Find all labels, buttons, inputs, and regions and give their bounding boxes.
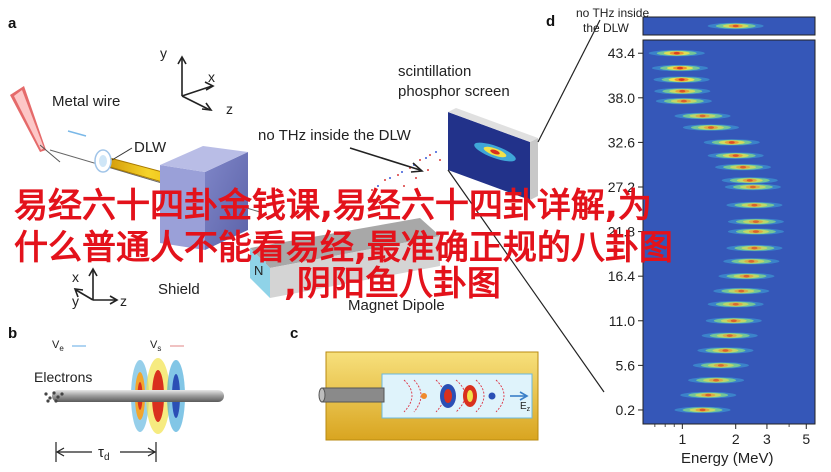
heatmap-band-3-core-4 (679, 89, 686, 93)
heatmap-band-21-core-4 (726, 334, 733, 337)
inset-heatmap (642, 16, 816, 36)
connector-top (537, 19, 601, 143)
no-thz-arrow (349, 147, 421, 171)
magnet-n-label: N (254, 263, 263, 278)
y-tick-label: 5.6 (616, 357, 636, 373)
x-ticks: 1 2 3 5 (654, 424, 810, 447)
overlay-line-2: 什么普通人不能看易经,最准确正规的八卦图 (14, 228, 673, 268)
metal-wire-laser (10, 86, 61, 163)
heatmap-band-15-core-4 (751, 246, 758, 250)
heatmap-band-1-core-4 (676, 66, 683, 70)
axis-x-label-bottom: x (72, 269, 79, 285)
heatmap-band-25-core-4 (705, 393, 712, 397)
vs-label: Vs (150, 339, 161, 353)
y-ticks: 43.4 38.0 32.6 27.2 21.8 16.4 11.0 5.6 0.2 (608, 45, 643, 418)
beam-particles-blue (377, 151, 437, 187)
heatmap-band-17-core-4 (743, 274, 750, 278)
electrons-label: Electrons (34, 369, 92, 385)
heatmap-band-18-core-4 (738, 289, 745, 293)
heatmap-band-12-core-4 (751, 203, 758, 207)
phosphor-screen-label: phosphor screen (398, 83, 510, 100)
axis-z-label-bottom: z (120, 293, 127, 309)
panel-label-d: d (546, 13, 555, 30)
heatmap-band-22-core-4 (722, 349, 729, 352)
y-tick-label: 11.0 (609, 313, 635, 329)
phosphor-screen (448, 108, 538, 200)
heatmap-band-8-core-4 (732, 154, 739, 157)
overlay-line-3: ,阴阳鱼八卦图 (284, 264, 501, 304)
beam-particles (371, 154, 441, 201)
x-axis-label: Energy (MeV) (681, 450, 774, 467)
x-tick-label: 5 (802, 431, 810, 447)
heatmap-band-20-core-4 (730, 319, 737, 323)
heatmap-band-26-core-4 (699, 408, 706, 412)
heatmap-band-14-core-4 (752, 230, 759, 233)
heatmap-band-7-core-4 (728, 141, 735, 144)
scintillation-label: scintillation (398, 63, 471, 80)
heatmap-band-6-core-4 (707, 126, 714, 129)
heatmap-band-5-core-4 (699, 114, 706, 118)
panel-label-c: c (290, 325, 298, 342)
y-tick-label: 38.0 (608, 90, 635, 106)
heatmap-band-11-core-4 (749, 185, 756, 189)
y-tick-label: 27.2 (608, 179, 635, 195)
axis-z-label-top: z (226, 101, 233, 117)
heatmap-band-13-core-4 (752, 220, 759, 223)
ez-label: Ez (520, 401, 531, 413)
x-tick-label: 1 (678, 431, 686, 447)
axis-x-label-top: x (208, 69, 215, 85)
heatmap-band-2-core-4 (678, 78, 685, 81)
heatmap-band-10-core-4 (746, 179, 753, 182)
heatmap-band-16-core-4 (748, 260, 755, 263)
overlay-line-1: 易经六十四卦金钱课,易经六十四卦详解,为 (14, 186, 652, 226)
electron-bunch (44, 391, 64, 403)
y-tick-label: 32.6 (608, 134, 635, 150)
heatmap-band-19-core-4 (732, 302, 739, 306)
inset-label-2: the DLW (583, 21, 629, 35)
metal-wire-label: Metal wire (52, 93, 120, 110)
axes-icon-top (177, 55, 215, 111)
y-tick-label: 43.4 (608, 45, 635, 61)
y-tick-label: 16.4 (608, 268, 635, 284)
dlw-tube-b (52, 390, 224, 402)
shield-label: Shield (158, 281, 200, 298)
velocity-arrow-a (67, 130, 87, 137)
ve-label: Ve (52, 339, 64, 353)
dlw-cross-section-c (318, 351, 539, 441)
heatmap-band-9-core-4 (740, 165, 747, 169)
tau-label: τd (98, 444, 110, 463)
magnet-dipole-label: Magnet Dipole (348, 297, 445, 314)
axis-y-label-bottom: y (72, 293, 79, 309)
axis-y-label-top: y (160, 45, 167, 61)
heatmap-band-0-core-4 (673, 51, 680, 55)
panel-label-a: a (8, 15, 17, 32)
inset-label-1: no THz inside (576, 6, 649, 20)
heatmap-band-4-core-4 (680, 99, 687, 103)
y-tick-label: 21.8 (608, 224, 635, 240)
magnet-dipole (250, 218, 440, 298)
no-thz-label: no THz inside the DLW (258, 127, 412, 144)
shield-block (160, 146, 248, 250)
axes-icon-bottom (73, 267, 119, 305)
panel-label-b: b (8, 325, 17, 342)
heatmap-band-23-core-4 (717, 364, 724, 367)
x-tick-label: 2 (732, 431, 740, 447)
energy-heatmap (642, 39, 816, 425)
connector-bottom (447, 169, 605, 393)
inset-band-core-4 (732, 24, 739, 28)
y-tick-label: 0.2 (616, 402, 636, 418)
dlw-label: DLW (134, 139, 167, 156)
x-tick-label: 3 (763, 431, 771, 447)
heatmap-band-24-core-4 (713, 378, 720, 382)
